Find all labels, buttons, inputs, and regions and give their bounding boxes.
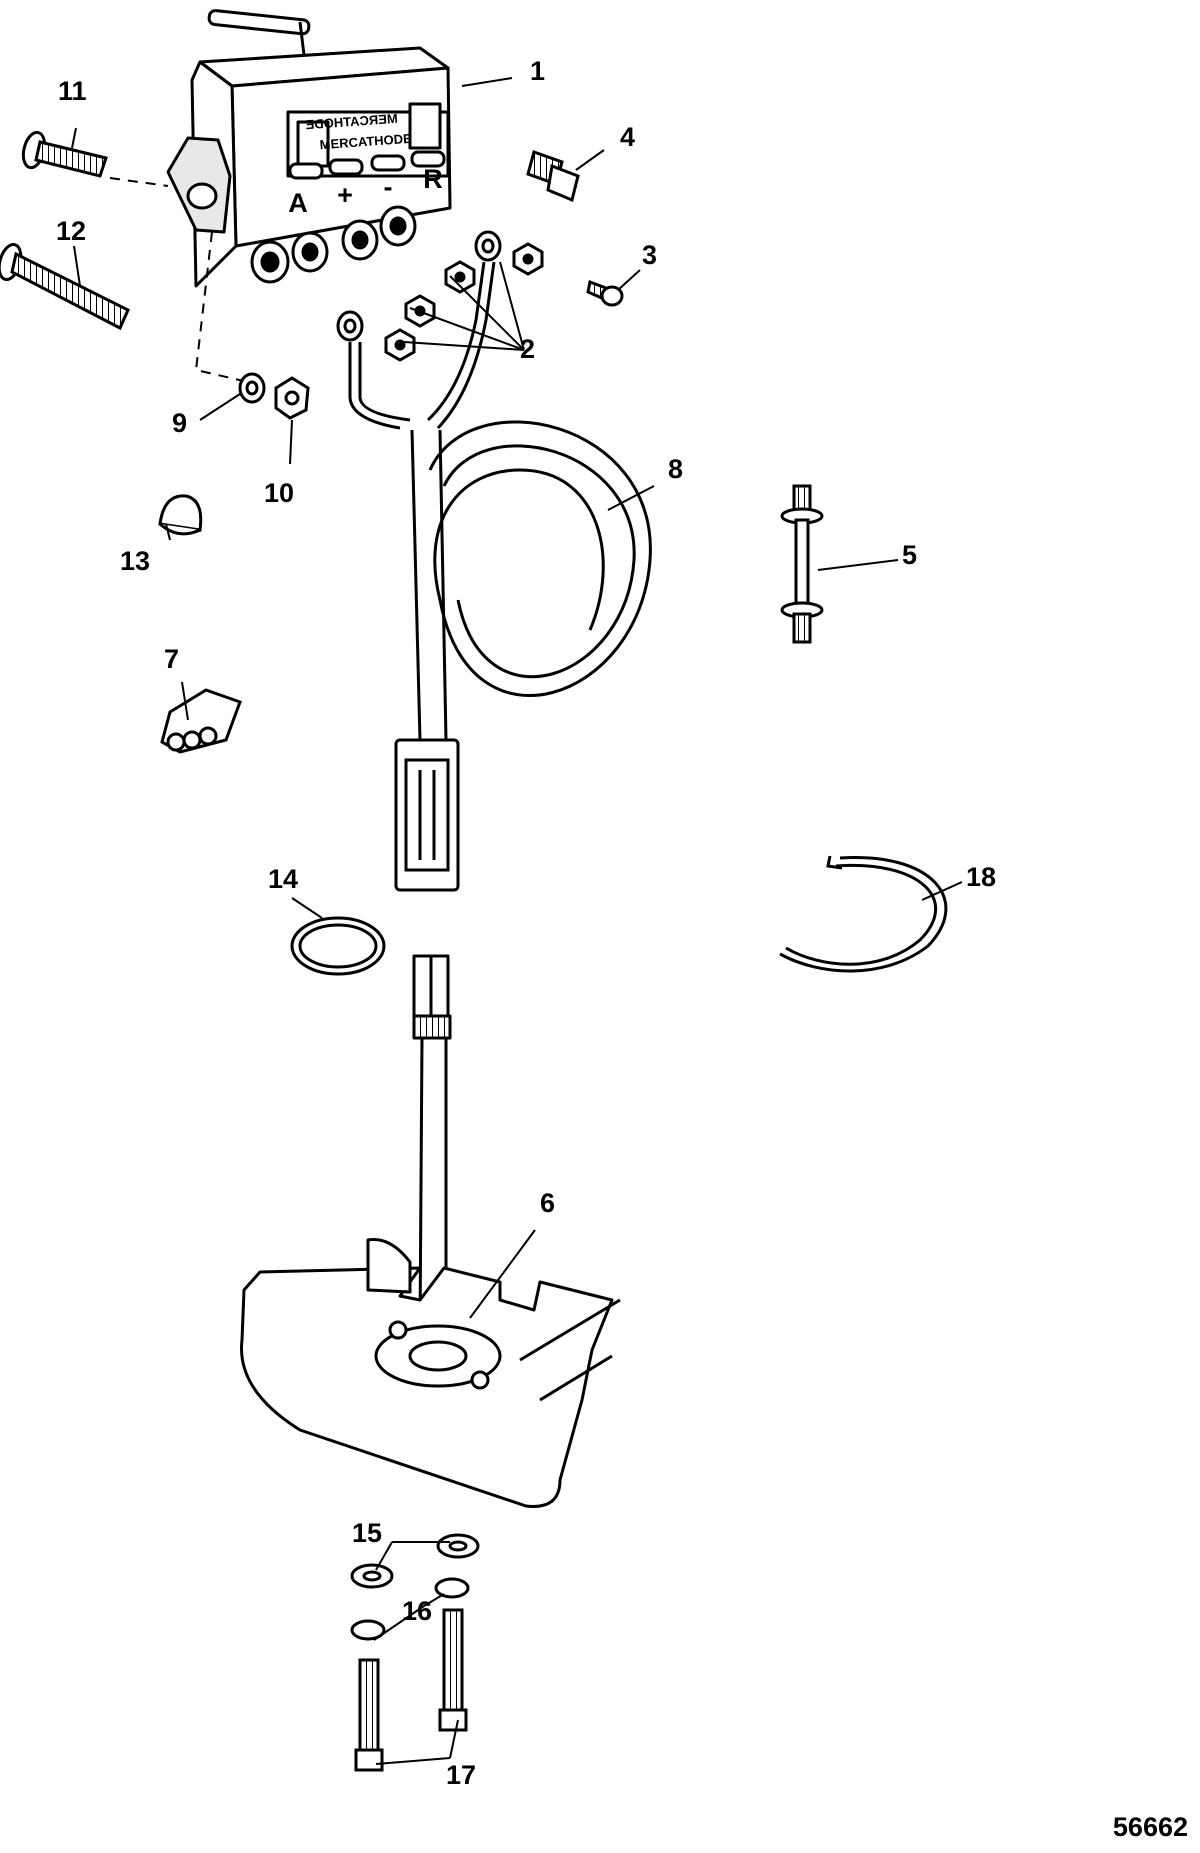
connector-7 — [160, 688, 242, 754]
o-ring-14 — [290, 916, 386, 976]
bolts-17 — [354, 1608, 468, 1772]
panel-brand-bottom: MERCATHODE — [319, 131, 412, 152]
callout-7: 7 — [164, 644, 179, 674]
panel-button-plus: + — [337, 180, 353, 210]
callout-16: 16 — [402, 1596, 432, 1626]
callout-6: 6 — [540, 1188, 555, 1218]
panel-brand-top: MERCATHODE — [305, 111, 398, 132]
lockwashers-16 — [350, 1577, 470, 1641]
callout-2: 2 — [520, 334, 535, 364]
screw-3 — [586, 279, 624, 307]
callout-1: 1 — [530, 56, 545, 86]
washers-15 — [350, 1533, 480, 1589]
transducer-6 — [239, 954, 621, 1508]
callout-4: 4 — [620, 122, 635, 152]
callout-labels: 1 2 3 4 5 6 7 8 9 10 11 12 13 14 15 16 1… — [56, 56, 996, 1790]
callout-14: 14 — [268, 864, 298, 894]
callout-8: 8 — [668, 454, 683, 484]
callout-13: 13 — [120, 546, 150, 576]
callout-11: 11 — [58, 76, 87, 106]
wire-harness-8 — [336, 230, 652, 892]
callout-3: 3 — [642, 240, 657, 270]
panel-button-r: R — [423, 164, 443, 194]
callout-10: 10 — [264, 478, 294, 508]
panel-button-minus: - — [384, 172, 393, 202]
leader-lines — [71, 77, 963, 1765]
bolt-12 — [0, 242, 130, 331]
washer-9 — [238, 372, 266, 404]
cap-13 — [158, 494, 203, 536]
callout-18: 18 — [966, 862, 996, 892]
figure-id: 56662 — [1113, 1812, 1188, 1842]
callout-5: 5 — [902, 540, 917, 570]
screw-4 — [526, 150, 580, 203]
callout-9: 9 — [172, 408, 187, 438]
nut-10 — [274, 376, 310, 420]
bolt-11 — [21, 130, 108, 178]
callout-15: 15 — [352, 1518, 382, 1548]
panel-button-a: A — [288, 188, 308, 218]
retaining-ring-18 — [779, 855, 948, 973]
callout-17: 17 — [446, 1760, 476, 1790]
stud-5 — [780, 484, 824, 644]
callout-12: 12 — [56, 216, 86, 246]
controller-module — [166, 9, 452, 288]
